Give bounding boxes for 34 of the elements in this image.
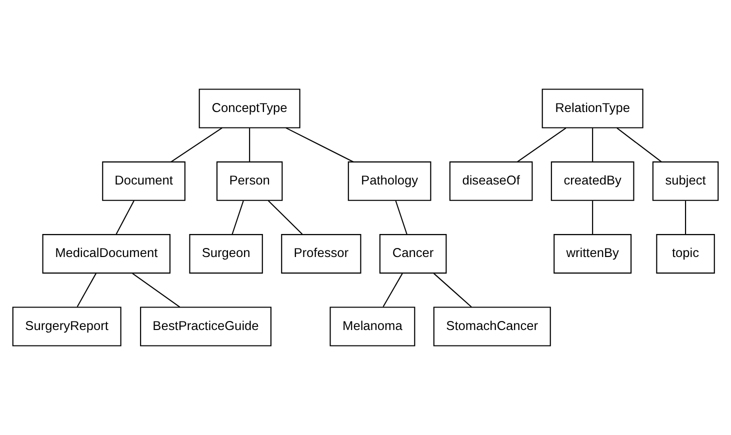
connector: [132, 273, 180, 308]
node-box: BestPracticeGuide: [140, 306, 272, 346]
connector: [286, 127, 354, 162]
node-box: Pathology: [348, 161, 432, 201]
connector: [685, 200, 686, 234]
node-box: StomachCancer: [433, 306, 551, 346]
connector: [249, 128, 250, 162]
node-box: topic: [656, 234, 715, 274]
node-box: Melanoma: [330, 306, 416, 346]
connector: [395, 200, 408, 234]
node-box: MedicalDocument: [42, 234, 170, 274]
node-box: SurgeryReport: [12, 306, 122, 346]
node-box: createdBy: [550, 161, 634, 201]
connector: [616, 128, 662, 162]
node-box: Professor: [281, 234, 362, 274]
node-box: writtenBy: [554, 234, 632, 274]
connector: [76, 273, 96, 308]
connector: [116, 200, 134, 234]
connector: [170, 127, 222, 162]
node-box: ConceptType: [198, 88, 300, 128]
node-box: diseaseOf: [449, 161, 533, 201]
node-box: Document: [102, 161, 186, 201]
connector: [592, 128, 594, 162]
node-box: Cancer: [379, 234, 447, 274]
node-box: Surgeon: [189, 234, 263, 274]
connector: [433, 273, 472, 308]
node-box: Person: [216, 161, 283, 201]
connector: [592, 200, 594, 234]
node-box: subject: [652, 161, 719, 201]
connector: [517, 128, 566, 162]
connector: [268, 200, 303, 234]
node-box: RelationType: [542, 88, 644, 128]
connector: [382, 273, 403, 308]
connector: [232, 200, 244, 234]
